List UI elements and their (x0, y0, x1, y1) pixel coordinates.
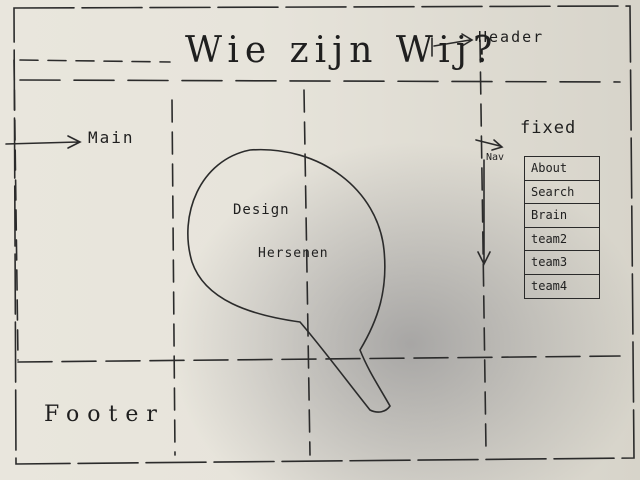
fixed-annotation: fixed (520, 118, 577, 138)
footer-annotation: Footer (44, 402, 165, 427)
bubble-text-hersenen: Hersenen (258, 246, 329, 261)
nav-menu: About Search Brain team2 team3 team4 (524, 156, 600, 299)
column-line-3 (479, 39, 487, 451)
main-arrow (5, 135, 82, 149)
main-annotation: Main (88, 128, 135, 147)
header-annotation: Header (478, 28, 545, 46)
bubble-text-design: Design (233, 202, 290, 218)
column-line-1 (171, 99, 176, 456)
nav-item-about[interactable]: About (525, 157, 599, 181)
header-divider (19, 79, 621, 83)
outer-frame (13, 5, 635, 465)
left-edge-line (13, 59, 19, 361)
nav-item-team4[interactable]: team4 (531, 278, 568, 293)
nav-item-team3[interactable]: team3 (525, 251, 599, 275)
header-arrow (431, 33, 474, 57)
nav-item-team2[interactable]: team2 (525, 228, 599, 251)
page-title: Wie zijn Wij? (185, 30, 499, 71)
nav-annotation: Nav (486, 152, 505, 163)
footer-divider (17, 355, 621, 363)
nav-item-brain[interactable]: Brain (525, 204, 599, 228)
nav-item-search[interactable]: Search (525, 181, 599, 204)
nav-down-arrow (477, 159, 491, 266)
speech-bubble (187, 148, 391, 413)
column-line-2 (303, 89, 311, 456)
nav-arrow (475, 139, 504, 151)
